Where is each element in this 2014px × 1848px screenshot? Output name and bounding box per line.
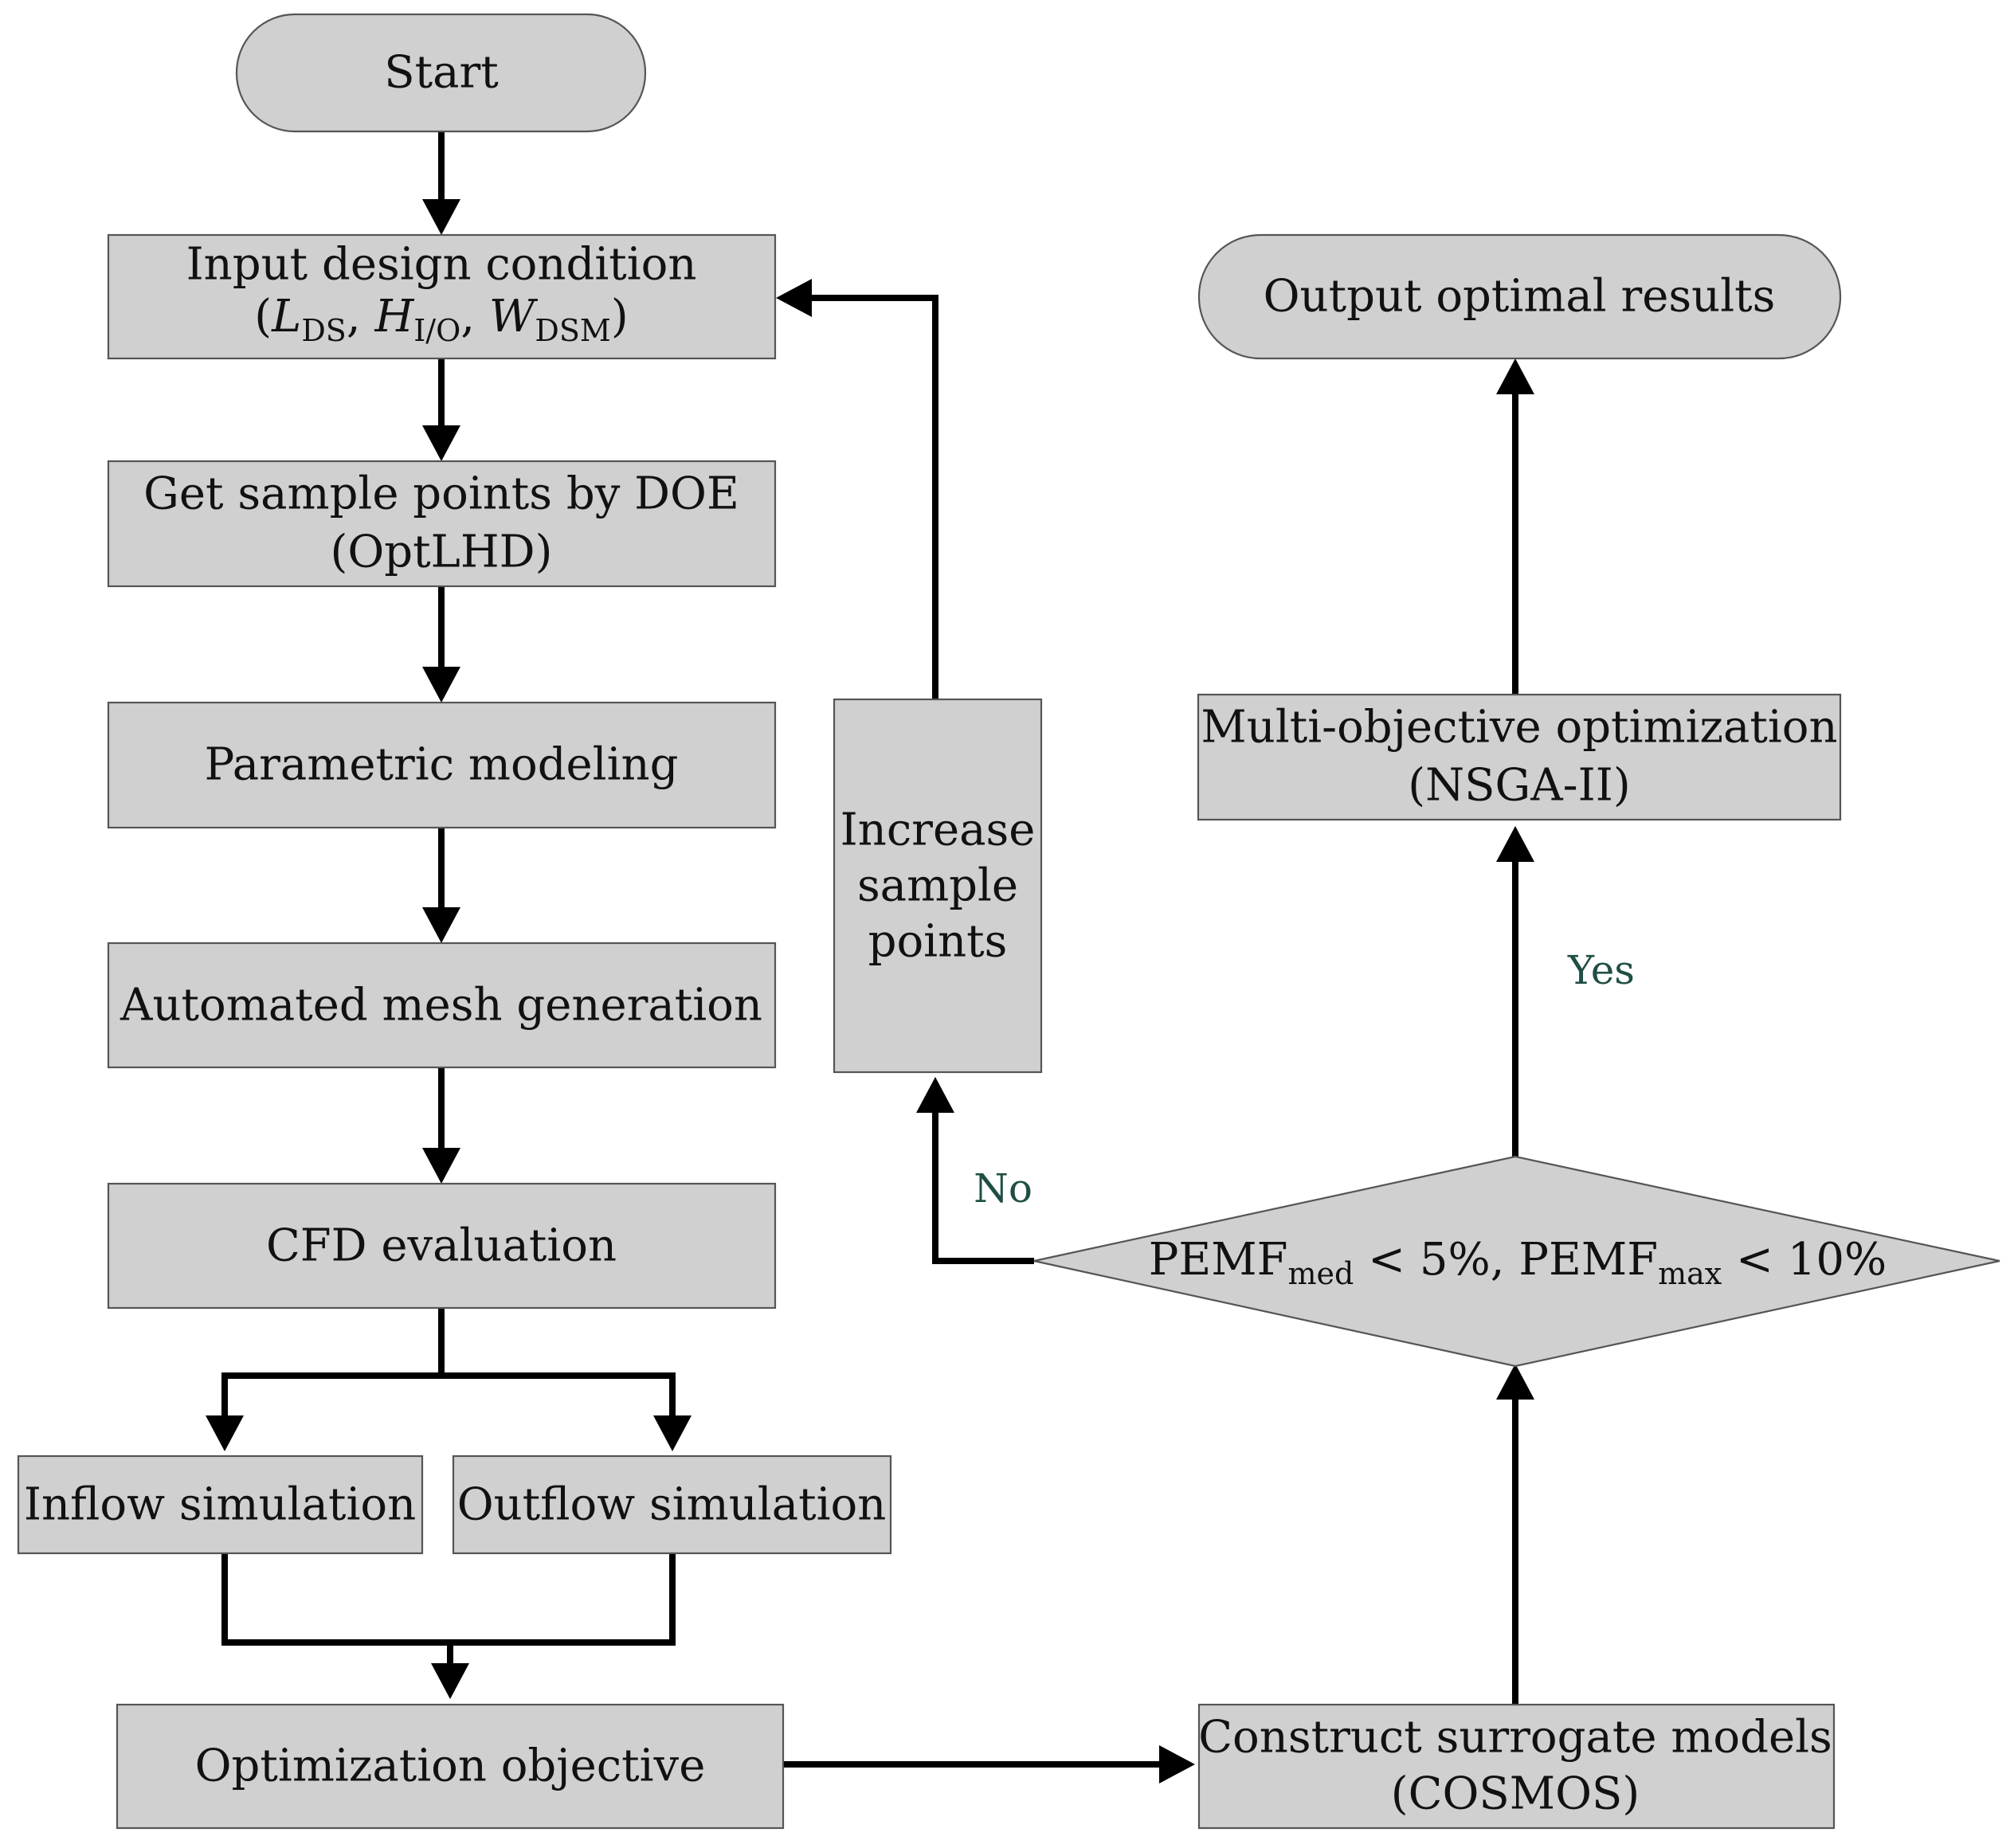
yes-label: Yes (1567, 947, 1635, 993)
edge-increase-to-input (812, 295, 938, 699)
parametric-shape (107, 701, 777, 829)
decision-pemf-2-cond: < 10% (1722, 1234, 1887, 1286)
arrowhead (422, 907, 460, 943)
decision-shape (1033, 1155, 2000, 1368)
start-node: Start (235, 13, 647, 133)
input-design-shape (107, 233, 777, 360)
comma-1: , (347, 291, 375, 343)
mesh-shape (107, 942, 777, 1069)
cfd-node: CFD evaluation (107, 1182, 777, 1310)
increase-node: Increase sample points (833, 698, 1043, 1074)
mesh-node: Automated mesh generation (107, 942, 777, 1069)
decision-label: PEMFmed < 5%, PEMFmax < 10% (1149, 1234, 1887, 1291)
decision-node: PEMFmed < 5%, PEMFmax < 10% (1033, 1155, 2000, 1368)
multi-objective-node: Multi-objective optimization (NSGA-II) (1197, 693, 1842, 821)
arrowhead (776, 279, 812, 317)
arrowhead (653, 1415, 692, 1451)
multi-objective-label: Multi-objective optimization (1201, 702, 1837, 754)
increase-label-line3: points (868, 916, 1008, 968)
input-design-variables: (LDS, HI/O, WDSM) (254, 291, 628, 348)
paren-open: ( (254, 291, 272, 343)
output-label: Output optimal results (1264, 271, 1776, 323)
arrowhead (422, 199, 460, 235)
cfd-label: CFD evaluation (266, 1220, 617, 1272)
arrowhead (1496, 358, 1534, 394)
surrogate-sublabel: (COSMOS) (1391, 1768, 1640, 1820)
outflow-label: Outflow simulation (457, 1479, 887, 1531)
comma-2: , (460, 291, 489, 343)
decision-pemf-1-cond: < 5%, (1354, 1234, 1518, 1286)
parametric-label: Parametric modeling (205, 739, 679, 791)
optimization-objective-label: Optimization objective (195, 1740, 706, 1792)
increase-shape (833, 698, 1043, 1074)
arrowhead (1496, 826, 1534, 862)
decision-pemf-1: PEMF (1149, 1234, 1288, 1286)
var-L-sub: DS (301, 313, 347, 348)
parametric-node: Parametric modeling (107, 701, 777, 829)
mesh-label: Automated mesh generation (120, 980, 762, 1032)
multi-objective-sublabel: (NSGA-II) (1408, 760, 1630, 812)
multi-objective-shape (1197, 693, 1842, 821)
arrowhead (422, 1148, 460, 1184)
inflow-node: Inflow simulation (17, 1455, 424, 1555)
output-node: Output optimal results (1197, 233, 1842, 360)
output-shape (1197, 233, 1842, 360)
surrogate-node: Construct surrogate models (COSMOS) (1197, 1703, 1836, 1830)
arrowhead (1496, 1364, 1534, 1400)
inflow-shape (17, 1455, 424, 1555)
input-design-label: Input design condition (186, 239, 697, 291)
cfd-shape (107, 1182, 777, 1310)
sample-points-label: Get sample points by DOE (143, 468, 739, 520)
surrogate-label: Construct surrogate models (1198, 1712, 1832, 1764)
increase-label-line1: Increase (840, 805, 1036, 856)
sample-points-node: Get sample points by DOE (OptLHD) (107, 460, 777, 588)
surrogate-shape (1197, 1703, 1836, 1830)
edges (206, 131, 1534, 1783)
no-label: No (974, 1165, 1032, 1212)
arrowhead (1159, 1745, 1195, 1783)
sample-points-shape (107, 460, 777, 588)
decision-pemf-2: PEMF (1518, 1234, 1658, 1286)
var-H: H (374, 291, 414, 343)
arrowhead (422, 425, 460, 461)
edge-decision-to-increase (932, 1113, 1034, 1264)
var-L: L (271, 291, 301, 343)
start-label: Start (384, 47, 499, 99)
arrowhead (206, 1415, 244, 1451)
sample-points-sublabel: (OptLHD) (331, 527, 553, 578)
start-shape (235, 13, 647, 133)
var-W: W (489, 291, 539, 343)
increase-label-line2: sample (857, 860, 1018, 912)
paren-close: ) (611, 291, 629, 343)
outflow-shape (452, 1455, 892, 1555)
arrowhead (431, 1663, 469, 1699)
arrowhead (916, 1077, 954, 1113)
outflow-node: Outflow simulation (452, 1455, 892, 1555)
input-design-node: Input design condition (LDS, HI/O, WDSM) (107, 233, 777, 360)
var-W-sub: DSM (535, 313, 610, 348)
arrowhead (422, 667, 460, 703)
optimization-objective-shape (116, 1703, 785, 1830)
var-H-sub: I/O (413, 313, 460, 348)
optimization-objective-node: Optimization objective (116, 1703, 785, 1830)
decision-pemf-1-sub: med (1288, 1256, 1354, 1291)
inflow-label: Inflow simulation (24, 1479, 416, 1531)
decision-pemf-2-sub: max (1658, 1256, 1722, 1291)
